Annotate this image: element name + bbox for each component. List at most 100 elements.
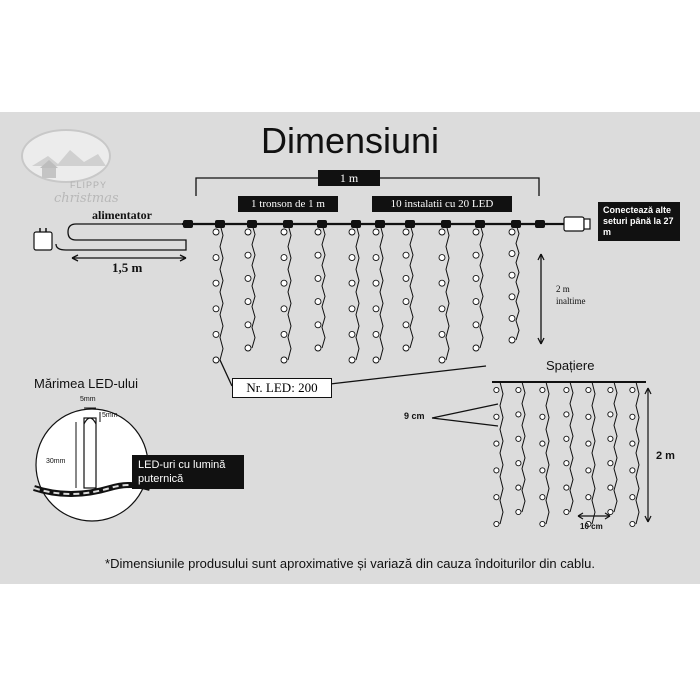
led-bulb — [280, 254, 288, 262]
led-bulb — [607, 460, 614, 467]
led-height-small-label: 5mm — [102, 412, 118, 419]
led-bulb — [493, 520, 500, 528]
led-bulb — [348, 254, 356, 262]
led-count-value: 200 — [298, 380, 318, 395]
led-bulb — [539, 520, 546, 528]
led-bulb — [472, 344, 480, 352]
led-bulb — [348, 279, 356, 287]
led-bulb — [585, 494, 592, 501]
cable-node — [283, 220, 293, 228]
led-bulb — [607, 435, 614, 442]
led-bulb — [493, 440, 500, 447]
led-bulb — [472, 274, 480, 282]
led-bulb — [438, 228, 446, 236]
led-bulb — [493, 413, 500, 420]
cable-node — [247, 220, 257, 228]
led-bulb — [629, 386, 636, 394]
led-bulb — [314, 274, 322, 282]
led-bulb — [314, 321, 322, 329]
led-bulb — [372, 279, 380, 287]
led-bulb — [515, 460, 522, 467]
led-bulb — [402, 274, 410, 282]
led-bulb — [280, 228, 288, 236]
height-sub-label: inaltime — [556, 296, 586, 306]
led-bulb — [438, 356, 446, 364]
led-bulb — [402, 321, 410, 329]
led-bulb — [372, 228, 380, 236]
width-label: 1 m — [318, 170, 380, 186]
led-bulb — [212, 228, 220, 236]
led-bulb — [212, 279, 220, 287]
brand-logo: FLIPPY christmas — [18, 126, 118, 206]
end-connector — [563, 216, 591, 232]
height-label: 2 m — [556, 284, 570, 294]
led-bulb — [314, 228, 322, 236]
spacing-height-label: 2 m — [656, 450, 675, 462]
cable-node — [351, 220, 361, 228]
led-bulb — [244, 251, 252, 259]
cable-node — [441, 220, 451, 228]
led-bulb — [508, 314, 516, 322]
light-strand — [372, 223, 384, 364]
led-bulb — [607, 484, 614, 491]
led-bulb — [244, 298, 252, 306]
led-size-title: Mărimea LED-ului — [34, 376, 139, 391]
light-strand — [438, 223, 450, 364]
led-bulb — [280, 356, 288, 364]
led-bulb — [539, 494, 546, 501]
led-count-label: Nr. LED: — [246, 380, 295, 395]
connect-note: Conectează alte seturi până la 27 m — [598, 202, 680, 241]
led-count-pointer-left — [219, 359, 233, 387]
led-bulb — [438, 254, 446, 262]
led-bulb — [629, 467, 636, 474]
led-bulb — [515, 508, 522, 516]
led-bulb — [563, 508, 570, 516]
led-bulb — [493, 494, 500, 501]
spacing-vertical-label: 9 cm — [404, 411, 425, 421]
mini-strand — [493, 381, 504, 528]
cable-length-label: 1,5 m — [112, 260, 143, 275]
led-bulb — [493, 467, 500, 474]
led-bulb — [348, 228, 356, 236]
led-bulb — [438, 305, 446, 313]
led-bulb — [280, 279, 288, 287]
mini-strand — [607, 381, 618, 516]
led-bulb — [244, 344, 252, 352]
led-bulb — [402, 298, 410, 306]
power-adapter — [33, 228, 53, 251]
led-bulb — [539, 440, 546, 447]
light-strand — [212, 223, 224, 364]
led-bulb — [472, 298, 480, 306]
led-count-pointer-right — [329, 365, 487, 385]
cable-node — [375, 220, 385, 228]
led-bulb — [372, 305, 380, 313]
led-bulb — [212, 330, 220, 338]
cable-node — [511, 220, 521, 228]
led-bulb — [472, 228, 480, 236]
mini-strand — [585, 381, 596, 528]
led-bulb — [280, 305, 288, 313]
led-bulb — [438, 330, 446, 338]
led-bulb — [508, 336, 516, 344]
mini-strand — [539, 381, 550, 528]
cable-node — [183, 220, 193, 228]
led-bulb — [212, 254, 220, 262]
led-bulb — [438, 279, 446, 287]
light-strand — [472, 223, 484, 352]
footnote: *Dimensiunile produsului sunt aproximati… — [105, 556, 595, 571]
led-bulb — [372, 330, 380, 338]
svg-text:christmas: christmas — [54, 191, 118, 206]
cable-node — [405, 220, 415, 228]
light-strand — [244, 223, 256, 352]
page-title: Dimensiuni — [260, 120, 440, 161]
led-bulb — [607, 386, 614, 394]
led-bulb — [212, 305, 220, 313]
light-strand — [314, 223, 326, 352]
power-label: alimentator — [92, 208, 152, 222]
led-count-box: Nr. LED: 200 — [232, 378, 332, 398]
led-bulb — [563, 460, 570, 467]
led-bulb — [607, 411, 614, 418]
light-strand — [508, 223, 520, 344]
install-label: 10 instalatii cu 20 LED — [372, 196, 512, 212]
